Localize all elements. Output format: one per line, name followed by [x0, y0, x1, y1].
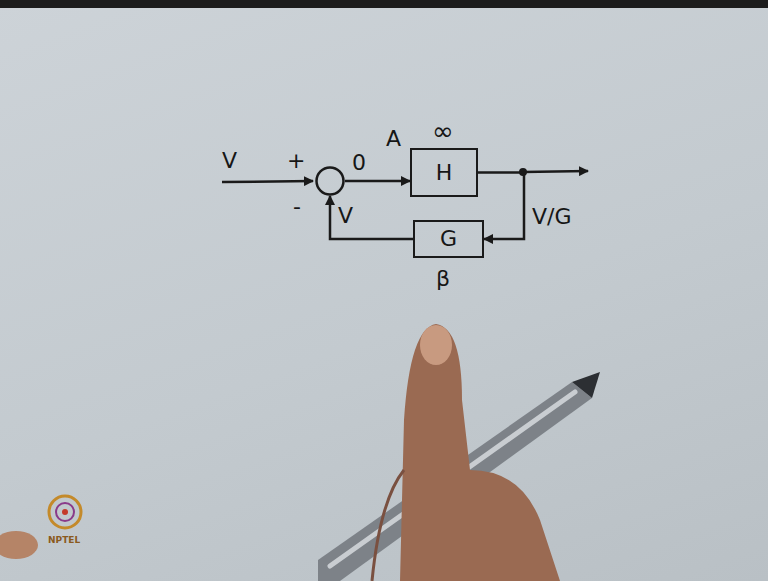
logo-emblem — [49, 496, 81, 528]
thumb — [0, 531, 38, 559]
signal-name: V/G — [532, 206, 572, 228]
logo-text: NPTEL — [48, 536, 80, 545]
signal-value: 0 — [352, 152, 366, 174]
gain-name: β — [436, 268, 450, 290]
gain-value: ∞ — [432, 118, 454, 144]
circle-outline — [315, 166, 345, 196]
frame-bar — [0, 0, 768, 8]
signal-connector — [330, 196, 413, 239]
sign-mark: - — [293, 196, 301, 218]
block-name: H — [436, 162, 453, 184]
sign-mark: + — [287, 150, 305, 172]
signal-connector — [478, 173, 524, 240]
summing-junction: +- — [315, 166, 345, 196]
signal-name: V — [338, 205, 353, 227]
pointing-finger — [372, 324, 560, 581]
signal-connector — [345, 180, 410, 183]
input-line — [222, 181, 313, 182]
block-box: G — [413, 220, 484, 258]
signal-name: V — [222, 150, 237, 172]
block-name: G — [440, 228, 457, 250]
gain-name: A — [386, 128, 401, 150]
output-line — [523, 171, 588, 172]
block-box: H — [410, 148, 478, 197]
